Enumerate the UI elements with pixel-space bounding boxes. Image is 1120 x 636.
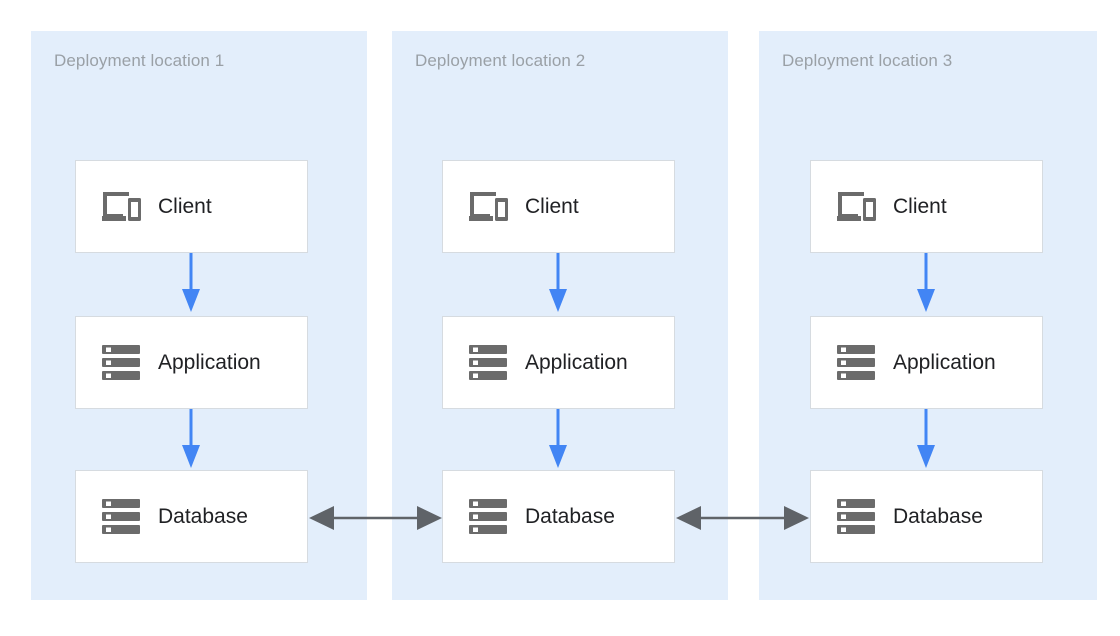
arrow-application-to-database-2 [546, 409, 570, 471]
node-database-3-label: Database [893, 504, 983, 528]
deployment-location-2-panel: Deployment location 2 Client [392, 31, 728, 600]
arrow-client-to-application-2 [546, 253, 570, 315]
deployment-location-1-panel: Deployment location 1 Client [31, 31, 367, 600]
node-application-1[interactable]: Application [75, 316, 308, 409]
node-client-3-label: Client [893, 194, 947, 218]
node-database-1-label: Database [158, 504, 248, 528]
deployment-location-3-title: Deployment location 3 [782, 51, 953, 70]
deployment-location-3-panel: Deployment location 3 Client [759, 31, 1097, 600]
node-database-2-label: Database [525, 504, 615, 528]
deployment-location-2-title: Deployment location 2 [415, 51, 586, 70]
server-icon [90, 344, 154, 382]
arrow-application-to-database-3 [914, 409, 938, 471]
arrow-database-1-to-database-2 [307, 503, 444, 533]
node-database-3[interactable]: Database [810, 470, 1043, 563]
server-icon [457, 344, 521, 382]
deployment-location-1-title: Deployment location 1 [54, 51, 225, 70]
node-client-3[interactable]: Client [810, 160, 1043, 253]
arrow-database-2-to-database-3 [674, 503, 811, 533]
server-icon [825, 344, 889, 382]
node-client-2[interactable]: Client [442, 160, 675, 253]
node-application-2-label: Application [525, 350, 628, 374]
node-database-2[interactable]: Database [442, 470, 675, 563]
node-client-1[interactable]: Client [75, 160, 308, 253]
node-application-2[interactable]: Application [442, 316, 675, 409]
server-icon [457, 498, 521, 536]
arrow-client-to-application-3 [914, 253, 938, 315]
arrow-application-to-database-1 [179, 409, 203, 471]
devices-icon [825, 190, 889, 224]
devices-icon [90, 190, 154, 224]
node-client-1-label: Client [158, 194, 212, 218]
node-application-3-label: Application [893, 350, 996, 374]
node-application-1-label: Application [158, 350, 261, 374]
server-icon [90, 498, 154, 536]
node-client-2-label: Client [525, 194, 579, 218]
server-icon [825, 498, 889, 536]
arrow-client-to-application-1 [179, 253, 203, 315]
node-database-1[interactable]: Database [75, 470, 308, 563]
node-application-3[interactable]: Application [810, 316, 1043, 409]
devices-icon [457, 190, 521, 224]
